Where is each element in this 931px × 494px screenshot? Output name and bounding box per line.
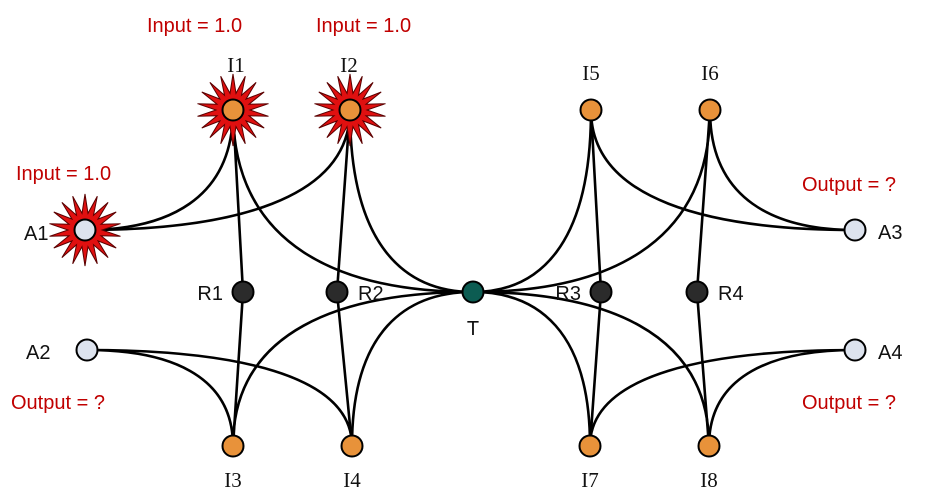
node-A1 bbox=[73, 218, 97, 242]
edge-I2-A1 bbox=[83, 108, 352, 232]
annotation-a2-output: Output = ? bbox=[11, 392, 105, 414]
node-label-R4: R4 bbox=[718, 283, 744, 305]
nodes-layer bbox=[73, 98, 867, 458]
node-I8 bbox=[697, 434, 721, 458]
annotation-a1-input: Input = 1.0 bbox=[16, 163, 111, 185]
edge-I2-R2 bbox=[335, 108, 352, 294]
node-label-A2: A2 bbox=[26, 342, 50, 364]
edge-I1-T bbox=[231, 108, 475, 294]
node-label-I7: I7 bbox=[581, 468, 599, 492]
node-R2 bbox=[325, 280, 349, 304]
edge-I5-R3 bbox=[589, 108, 603, 294]
annotation-a3-output: Output = ? bbox=[802, 174, 896, 196]
edges-layer bbox=[83, 108, 857, 448]
node-label-A4: A4 bbox=[878, 342, 902, 364]
node-label-I5: I5 bbox=[582, 61, 600, 85]
edge-I4-A2 bbox=[85, 348, 354, 448]
annotation-i2-input: Input = 1.0 bbox=[316, 15, 411, 37]
node-label-A3: A3 bbox=[878, 222, 902, 244]
node-label-I2: I2 bbox=[340, 53, 358, 77]
node-A2 bbox=[75, 338, 99, 362]
node-R3 bbox=[589, 280, 613, 304]
node-I7 bbox=[578, 434, 602, 458]
edge-I4-T bbox=[350, 290, 475, 448]
annotations: Input = 1.0 Input = 1.0 Input = 1.0 Outp… bbox=[11, 15, 896, 414]
edge-R3-I7 bbox=[588, 290, 603, 448]
node-I2 bbox=[338, 98, 362, 122]
node-A3 bbox=[843, 218, 867, 242]
node-I1 bbox=[221, 98, 245, 122]
annotation-a4-output: Output = ? bbox=[802, 392, 896, 414]
edge-I3-T bbox=[231, 290, 475, 448]
node-labels: I1 I2 I5 I6 I3 I4 I7 I8 R1 R2 R3 R4 A1 A… bbox=[24, 53, 902, 492]
edge-I2-T bbox=[348, 108, 475, 294]
node-label-A1: A1 bbox=[24, 223, 48, 245]
node-label-R2: R2 bbox=[358, 283, 384, 305]
edge-I6-A3 bbox=[708, 108, 857, 232]
node-I4 bbox=[340, 434, 364, 458]
node-A4 bbox=[843, 338, 867, 362]
edge-I7-A4 bbox=[588, 348, 857, 448]
node-label-I6: I6 bbox=[701, 61, 719, 85]
node-label-I4: I4 bbox=[343, 468, 361, 492]
node-label-I1: I1 bbox=[227, 53, 245, 77]
annotation-i1-input: Input = 1.0 bbox=[147, 15, 242, 37]
edge-I5-A3 bbox=[589, 108, 857, 232]
edge-I5-T bbox=[471, 108, 593, 294]
edge-I3-A2 bbox=[85, 348, 235, 448]
edge-R2-I4 bbox=[335, 290, 354, 448]
node-I6 bbox=[698, 98, 722, 122]
edge-I6-T bbox=[471, 108, 712, 294]
edge-I8-T bbox=[471, 290, 711, 448]
node-I5 bbox=[579, 98, 603, 122]
node-label-I3: I3 bbox=[224, 468, 242, 492]
node-label-I8: I8 bbox=[700, 468, 718, 492]
node-label-R3: R3 bbox=[555, 283, 581, 305]
node-I3 bbox=[221, 434, 245, 458]
node-T bbox=[461, 280, 485, 304]
edge-I8-A4 bbox=[707, 348, 857, 448]
node-R1 bbox=[231, 280, 255, 304]
node-label-T: T bbox=[467, 318, 479, 340]
node-R4 bbox=[685, 280, 709, 304]
edge-I7-T bbox=[471, 290, 592, 448]
node-label-R1: R1 bbox=[197, 283, 223, 305]
